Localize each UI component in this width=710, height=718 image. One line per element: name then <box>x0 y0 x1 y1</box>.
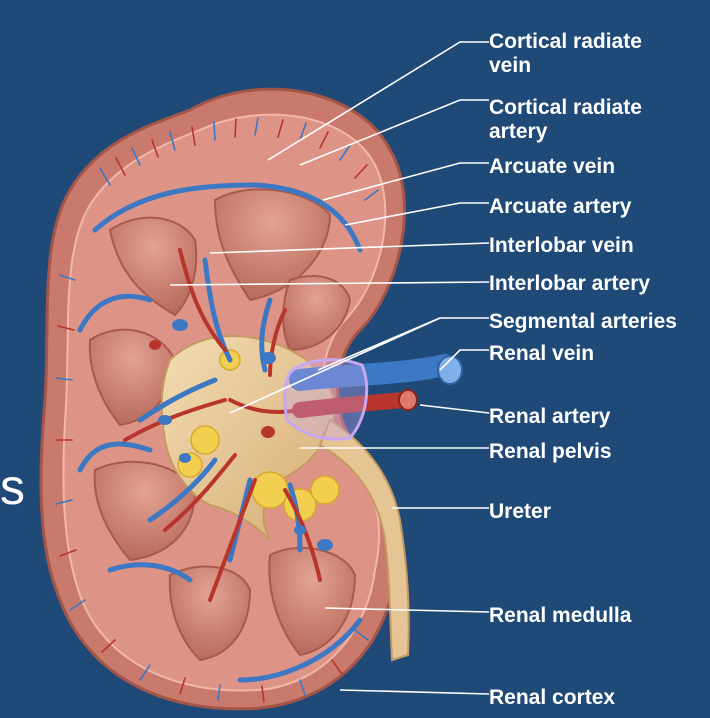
label-ureter: Ureter <box>489 500 551 523</box>
ureter-tube <box>318 418 410 662</box>
label-renal-medulla: Renal medulla <box>489 604 632 627</box>
vessel-cross-sections <box>149 319 333 551</box>
label-renal-vein: Renal vein <box>489 342 595 365</box>
leader-lines <box>169 41 490 695</box>
label-segmental-arteries: Segmental arteries <box>489 310 677 333</box>
label-interlobar-vein: Interlobar vein <box>489 234 634 257</box>
label-renal-pelvis: Renal pelvis <box>489 440 612 463</box>
label-arcuate-artery: Arcuate artery <box>489 195 632 218</box>
label-renal-artery: Renal artery <box>489 405 611 428</box>
cropped-text-fragment: s <box>0 459 25 515</box>
renal-vein-vessel <box>289 354 456 391</box>
hilum-highlight <box>283 358 369 441</box>
label-renal-cortex: Renal cortex <box>489 686 616 709</box>
label-interlobar-artery: Interlobar artery <box>489 272 651 295</box>
renal-pyramids <box>88 188 357 662</box>
cortical-radiate-vessels <box>55 117 379 703</box>
artery-network <box>123 248 322 602</box>
renal-artery-vessel <box>292 392 413 418</box>
label-arcuate-vein: Arcuate vein <box>489 155 616 178</box>
